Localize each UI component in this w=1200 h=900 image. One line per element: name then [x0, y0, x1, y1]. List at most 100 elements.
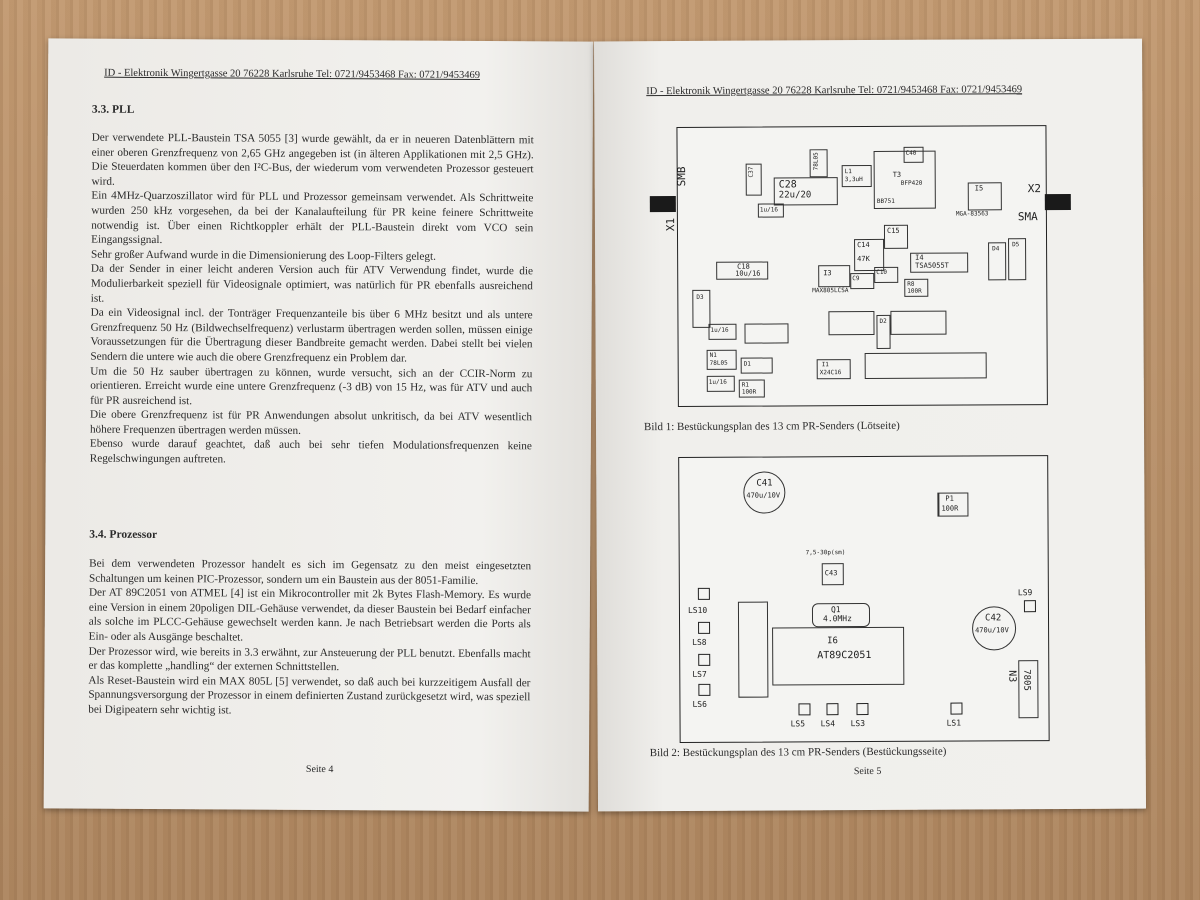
component-c47: 1u/16	[757, 203, 784, 218]
rf-connector-x2	[1044, 193, 1071, 211]
solder-pad-ls8	[698, 621, 711, 634]
label-c28: C28	[778, 179, 797, 191]
label-n3: N3	[1006, 670, 1018, 683]
paragraph: Als Reset-Baustein wird ein MAX 805L [5]…	[88, 674, 531, 717]
page-header: ID - Elektronik Wingertgasse 20 76228 Ka…	[104, 67, 480, 81]
label-ls1: LS1	[946, 718, 962, 728]
component-d2: D2	[876, 314, 891, 349]
rf-connector-x1	[649, 196, 676, 213]
solder-pad-ls6	[698, 683, 711, 696]
label-ls3: LS3	[850, 719, 866, 729]
component-n1: N1 78L05	[706, 349, 737, 370]
label-c42-value: 470u/10V	[975, 626, 1009, 635]
label-ls8: LS8	[692, 637, 707, 647]
solder-pad-ls9	[1023, 600, 1036, 613]
label-ls6: LS6	[692, 699, 707, 709]
label-n2: 78L05	[812, 152, 820, 171]
paragraph: Da ein Videosignal incl. der Tonträger F…	[90, 306, 533, 365]
label-c42: C42	[984, 613, 1002, 624]
label-i1: I1	[821, 361, 829, 369]
label-i4-part: TSA5055T	[915, 261, 949, 270]
label-n1: N1	[709, 351, 717, 359]
section-heading-pll: 3.3. PLL	[91, 103, 135, 116]
label-c37: C37	[747, 166, 755, 178]
section-body-pll: Der verwendete PLL-Baustein TSA 5055 [3]…	[90, 131, 534, 469]
component-d3: D3	[692, 289, 711, 328]
component-r1: R1 100R	[738, 379, 765, 398]
paragraph: Der verwendete PLL-Baustein TSA 5055 [3]…	[91, 131, 534, 188]
label-c18-value: 10u/16	[735, 269, 761, 278]
component-i3: I3	[818, 265, 851, 288]
label-c41-value: 470u/10V	[746, 491, 781, 500]
component-n2: 78L05	[809, 149, 828, 178]
component-c1: 1u/16	[706, 375, 735, 392]
label-p1: P1	[945, 494, 954, 503]
component-i6: I6 AT89C2051	[772, 626, 905, 686]
label-l1-value: 3,3uH	[844, 176, 863, 184]
component-c9: C9	[850, 272, 875, 290]
solder-pad-ls5	[798, 703, 811, 716]
label-i4: I4	[915, 253, 924, 262]
paragraph: Der AT 89C2051 von ATMEL [4] ist ein Mik…	[88, 586, 531, 644]
pcb-layout-soldering-side: X1 SMB X2 SMA C28 22u/20 78L05 C37 1u/16…	[649, 125, 1071, 408]
label-q1-value: 4.0MHz	[822, 614, 852, 624]
component-c42: C42 470u/10V	[971, 606, 1017, 651]
label-c47: 1u/16	[759, 206, 778, 214]
label-n3-part: 7805	[1021, 669, 1032, 691]
label-c3: 1u/16	[710, 326, 729, 334]
label-c40: C40	[905, 149, 917, 157]
label-t3-part: BFP420	[900, 179, 923, 187]
page-number: Seite 5	[853, 765, 882, 778]
label-ls10: LS10	[687, 605, 708, 615]
label-x2: X2	[1027, 182, 1042, 196]
paragraph: Um die 50 Hz sauber übertragen zu können…	[90, 365, 533, 407]
component-c43: C43	[821, 563, 844, 586]
label-i6-part: AT89C2051	[817, 649, 872, 662]
component-c15: C15	[883, 224, 909, 249]
component-resistor-array-1	[828, 310, 875, 336]
label-ls9: LS9	[1017, 588, 1033, 598]
page-header: ID - Elektronik Wingertgasse 20 76228 Ka…	[646, 84, 1023, 98]
pcb-layout-component-side: C41 470u/10V P1 100R 7,5-30p(sm) C43 Q1 …	[678, 455, 1050, 744]
label-p1-value: 100R	[941, 504, 959, 513]
label-i5-part: MGA-83563	[955, 210, 989, 218]
paragraph: Der Prozessor wird, wie bereits in 3.3 e…	[88, 645, 531, 674]
label-r1-value: 100R	[741, 388, 757, 396]
label-d3: D3	[696, 293, 704, 301]
section-heading-prozessor: 3.4. Prozessor	[89, 528, 158, 542]
component-c18: C18 10u/16	[716, 261, 769, 280]
section-body-prozessor: Bei dem verwendeten Prozessor handelt es…	[88, 557, 531, 720]
label-l1: L1	[844, 168, 852, 176]
label-q1: Q1	[830, 605, 841, 615]
label-r8: R8	[907, 280, 915, 288]
component-i5: I5	[967, 182, 1002, 211]
label-n1-part: 78L05	[709, 359, 728, 367]
label-c10: C10	[876, 268, 888, 276]
component-i1: I1 X24C16	[816, 359, 851, 380]
label-i1-part: X24C16	[819, 369, 842, 377]
component-d4: D4	[988, 242, 1007, 281]
label-d2: D2	[879, 317, 887, 325]
paragraph: Da der Sender in einer leicht anderen Ve…	[90, 262, 533, 305]
label-i3-part: MAX805LCSA	[812, 287, 849, 295]
label-c28-value: 22u/20	[778, 190, 812, 201]
label-x1: X1	[664, 217, 678, 232]
component-c40: C40	[903, 146, 924, 163]
component-jumper-block	[737, 601, 769, 698]
figure-caption-2: Bild 2: Bestückungsplan des 13 cm PR-Sen…	[649, 745, 947, 760]
component-c10: C10	[874, 266, 899, 283]
label-r8-value: 100R	[907, 287, 922, 295]
solder-pad-ls10	[697, 587, 710, 600]
label-i5: I5	[974, 184, 984, 193]
solder-pad-ls3	[856, 703, 869, 716]
component-p1: P1 100R	[937, 492, 969, 517]
solder-pad-ls7	[698, 653, 711, 666]
component-resistor-array-2	[890, 310, 947, 335]
label-ls4: LS4	[820, 719, 836, 729]
component-c41: C41 470u/10V	[743, 471, 786, 514]
label-sma: SMA	[1017, 210, 1038, 224]
component-r8: R8 100R	[904, 278, 929, 297]
component-i4: I4 TSA5055T	[910, 252, 969, 273]
component-d5: D5	[1008, 238, 1027, 281]
label-d1: D1	[743, 360, 751, 368]
